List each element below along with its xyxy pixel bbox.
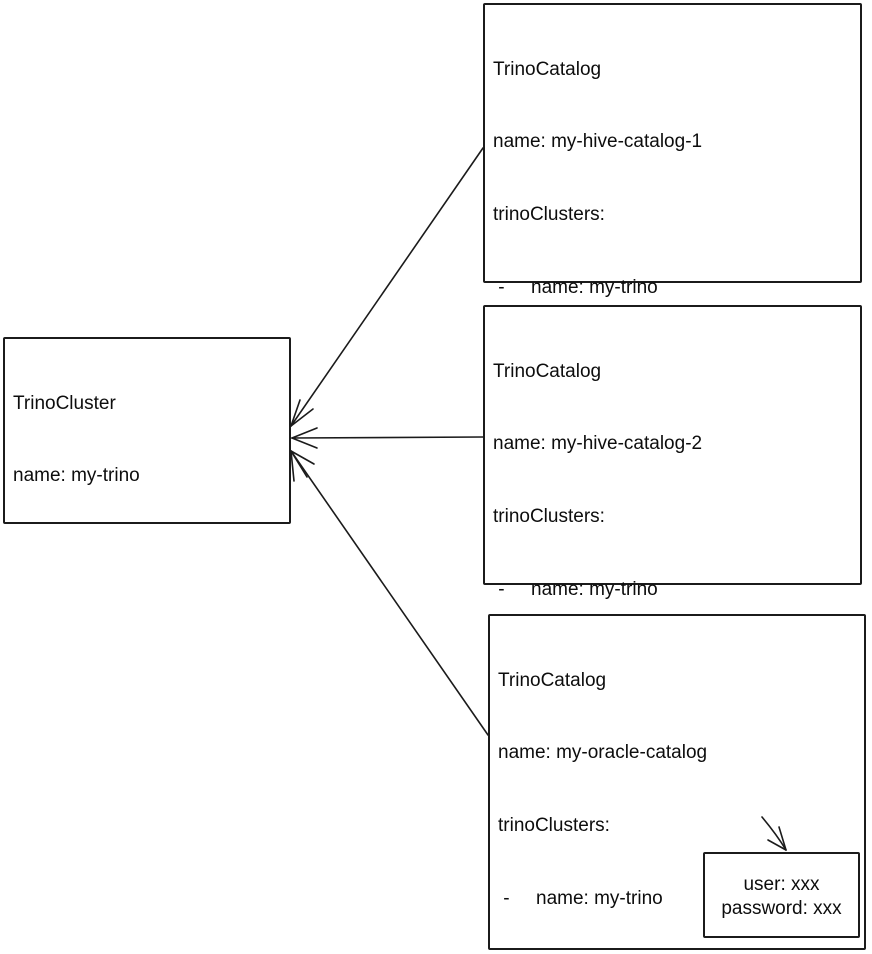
yaml-line: trinoClusters: — [493, 204, 605, 226]
connector-catalog2-to-cluster-arrow — [291, 427, 484, 449]
yaml-line: TrinoCluster — [13, 392, 116, 414]
yaml-line: name: my-oracle-catalog — [498, 742, 708, 764]
yaml-line: TrinoCatalog — [493, 58, 602, 80]
yaml-line: - name: my-trino — [493, 277, 658, 299]
connector-catalog1-to-cluster-arrow — [290, 147, 484, 427]
yaml-line: - name: my-trino — [493, 579, 658, 601]
yaml-line: TrinoCatalog — [498, 669, 607, 691]
trino-catalog-2-node: TrinoCatalog name: my-hive-catalog-2 tri… — [483, 305, 862, 892]
yaml-line: - name: my-trino — [498, 888, 663, 910]
yaml-line: trinoClusters: — [493, 506, 605, 528]
yaml-line: name: my-hive-catalog-2 — [493, 433, 703, 455]
yaml-line: TrinoCatalog — [493, 360, 602, 382]
credentials-secret-node: user: xxx password: xxx — [703, 852, 860, 938]
yaml-line: user: xxx — [743, 873, 820, 895]
yaml-line: trinoClusters: — [498, 815, 610, 837]
yaml-line: name: my-trino — [13, 465, 140, 487]
connector-catalog3-to-cluster-arrow — [290, 450, 489, 736]
yaml-line: password: xxx — [721, 898, 842, 919]
yaml-line: name: my-hive-catalog-1 — [493, 131, 703, 153]
trino-cluster-node: TrinoCluster name: my-trino — [3, 337, 291, 524]
trino-catalog-1-node: TrinoCatalog name: my-hive-catalog-1 tri… — [483, 3, 862, 663]
